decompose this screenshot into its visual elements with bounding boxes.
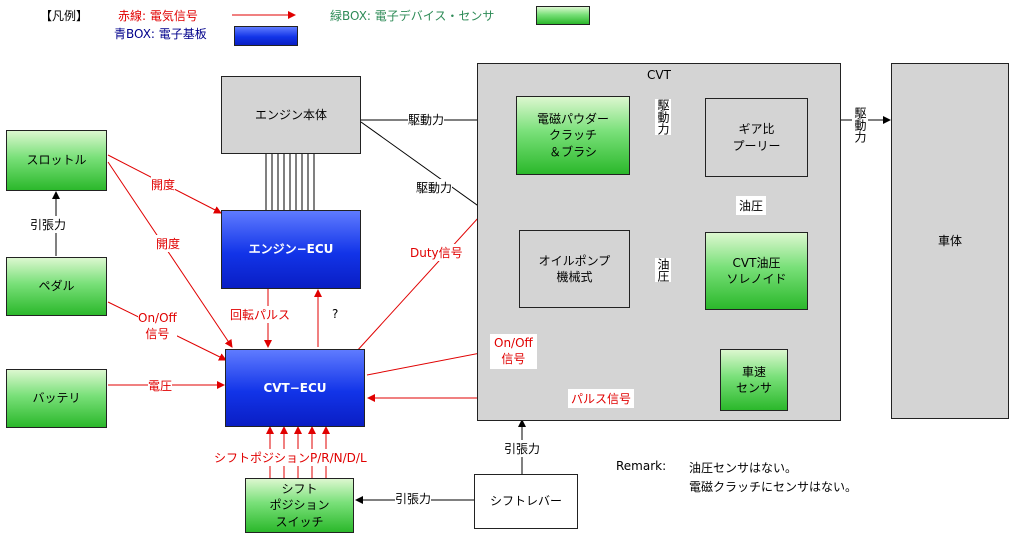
label-shift-positions: シフトポジションP/R/N/D/L (214, 449, 367, 466)
powder-clutch-box: 電磁パウダー クラッチ ＆ブラシ (516, 96, 630, 175)
label-opening-2: 開度 (156, 235, 181, 252)
label-question: ? (332, 307, 339, 321)
cvt-ecu-box: CVT−ECU (225, 349, 365, 427)
cvt-solenoid-box: CVT油圧 ソレノイド (705, 232, 808, 310)
label-tension-pedal: 引張力 (30, 216, 67, 233)
label-oil-pressure-vertical: 油圧 (655, 258, 671, 282)
shift-lever-box: シフトレバー (474, 474, 578, 529)
gear-ratio-pulley-box: ギア比 プーリー (705, 98, 808, 177)
label-onoff-1: On/Off 信号 (138, 311, 177, 343)
battery-box: バッテリ (6, 369, 107, 428)
legend-green-box-label: 緑BOX: 電子デバイス・センサ (330, 9, 495, 23)
label-tension-lever: 引張力 (504, 440, 541, 457)
label-rotation-pulse: 回転パルス (230, 306, 291, 323)
throttle-box: スロットル (6, 130, 107, 191)
remark-title: Remark: (616, 459, 667, 473)
label-oil-pressure: 油圧 (736, 196, 767, 215)
label-voltage: 電圧 (148, 377, 173, 394)
oil-pump-box: オイルポンプ 機械式 (519, 230, 630, 308)
legend-blue-box-label: 青BOX: 電子基板 (114, 27, 207, 41)
legend-title: 【凡例】 (40, 9, 89, 23)
label-drive-force-1: 駆動力 (408, 111, 445, 128)
label-opening-1: 開度 (151, 176, 176, 193)
engine-body-box: エンジン本体 (221, 76, 361, 154)
remark-line-2: 電磁クラッチにセンサはない。 (689, 480, 858, 494)
legend-blue-swatch (234, 26, 298, 46)
legend-green-swatch (536, 6, 590, 25)
speed-sensor-box: 車速 センサ (720, 349, 788, 411)
pedal-box: ペダル (6, 257, 107, 316)
label-drive-force-2: 駆動力 (416, 179, 453, 196)
legend-red-line-label: 赤線: 電気信号 (118, 9, 198, 23)
label-drive-force-vertical-1: 駆動力 (655, 99, 671, 135)
label-pulse-signal: パルス信号 (568, 389, 635, 408)
vehicle-box: 車体 (891, 63, 1009, 419)
label-drive-force-vertical-2: 駆動力 (852, 107, 868, 143)
cvt-title: CVT (647, 68, 671, 82)
signal-throttle-to-cvt-ecu (107, 161, 233, 348)
shift-position-switch-box: シフト ポジション スイッチ (245, 478, 354, 533)
engine-wire-harness (265, 153, 315, 210)
label-tension-shift: 引張力 (395, 490, 432, 507)
label-duty-signal: Duty信号 (410, 244, 463, 261)
remark-line-1: 油圧センサはない。 (689, 461, 798, 475)
label-onoff-2: On/Off 信号 (490, 334, 537, 370)
engine-ecu-box: エンジン−ECU (221, 210, 361, 289)
